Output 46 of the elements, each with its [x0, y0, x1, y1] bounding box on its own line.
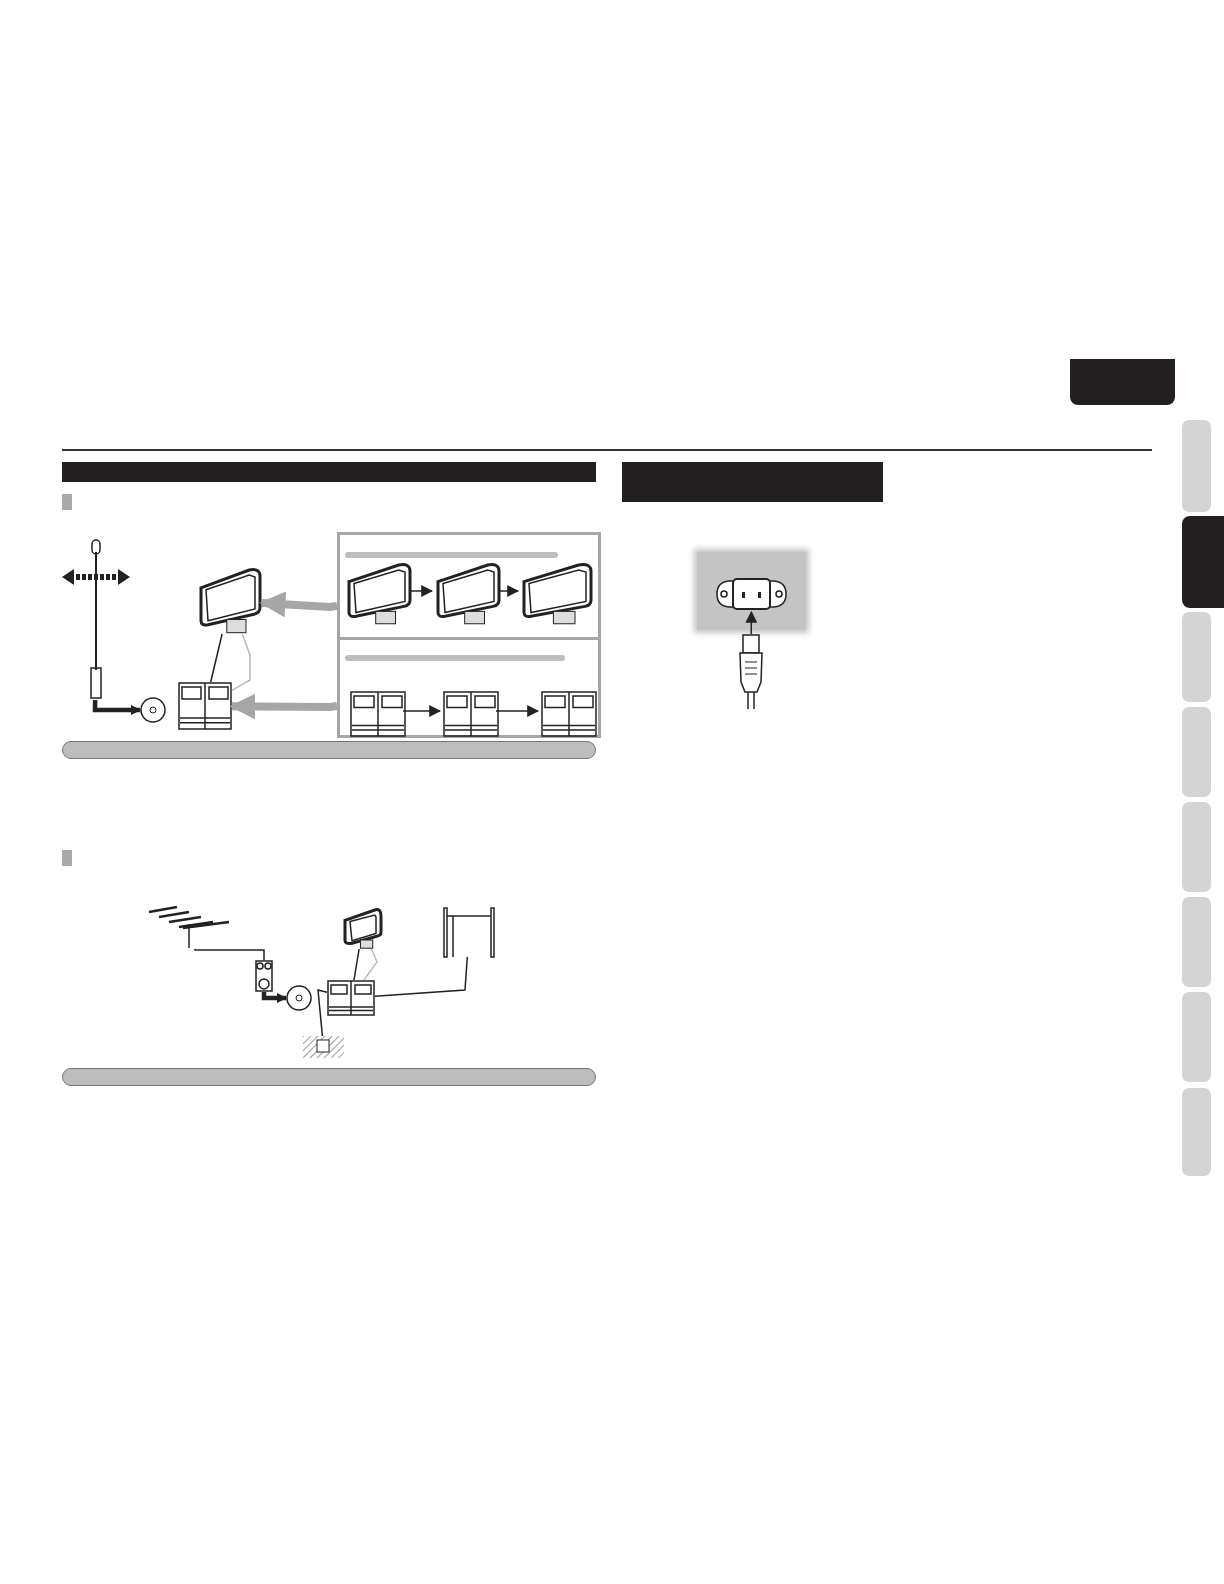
- note-bar: [62, 741, 596, 759]
- antenna-terminal-drawing: [443, 691, 499, 737]
- arrow: [92, 699, 141, 715]
- cable: [209, 633, 223, 683]
- side-tab: [1182, 897, 1211, 987]
- arrow: [402, 705, 442, 717]
- wire-antenna-drawing: [444, 908, 494, 957]
- arrow: [261, 992, 287, 1003]
- side-tab: [1182, 612, 1211, 702]
- side-tab: [1182, 1088, 1211, 1176]
- outdoor-antenna-drawing: [149, 908, 231, 949]
- arrow: [408, 585, 434, 597]
- antenna-terminal-drawing: [327, 980, 375, 1016]
- loop-antenna-drawing: [342, 908, 383, 949]
- cable: [363, 948, 378, 981]
- side-tab: [1182, 992, 1211, 1082]
- cable: [317, 989, 328, 1037]
- arrow: [229, 693, 338, 720]
- arrow: [495, 705, 540, 717]
- side-tab: [1182, 516, 1224, 608]
- loop-antenna-drawing: [435, 563, 501, 625]
- loop-antenna-drawing: [198, 568, 262, 634]
- antenna-terminal-drawing: [541, 691, 597, 737]
- antenna-jack: [140, 697, 166, 723]
- side-tab: [1182, 802, 1211, 892]
- power-plug-drawing: [737, 634, 765, 709]
- step-panel: [337, 532, 601, 640]
- arrow: [745, 610, 758, 635]
- arrow: [497, 585, 520, 597]
- power-inlet-drawing: [715, 576, 788, 612]
- arrow: [259, 591, 338, 618]
- cable: [194, 948, 265, 961]
- antenna-terminal-drawing: [178, 682, 232, 730]
- note-bar: [62, 1068, 596, 1086]
- ground-drawing: [303, 1036, 344, 1058]
- adapter-drawing: [255, 960, 273, 992]
- cable: [374, 956, 469, 998]
- step-panel: [337, 637, 601, 738]
- antenna-jack: [286, 985, 312, 1011]
- side-tab: [1182, 420, 1211, 512]
- antenna-terminal-drawing: [350, 691, 406, 737]
- side-tab: [1182, 707, 1211, 797]
- loop-antenna-drawing: [521, 563, 593, 625]
- loop-antenna-drawing: [346, 563, 412, 625]
- cable: [231, 633, 251, 692]
- cable: [353, 948, 360, 981]
